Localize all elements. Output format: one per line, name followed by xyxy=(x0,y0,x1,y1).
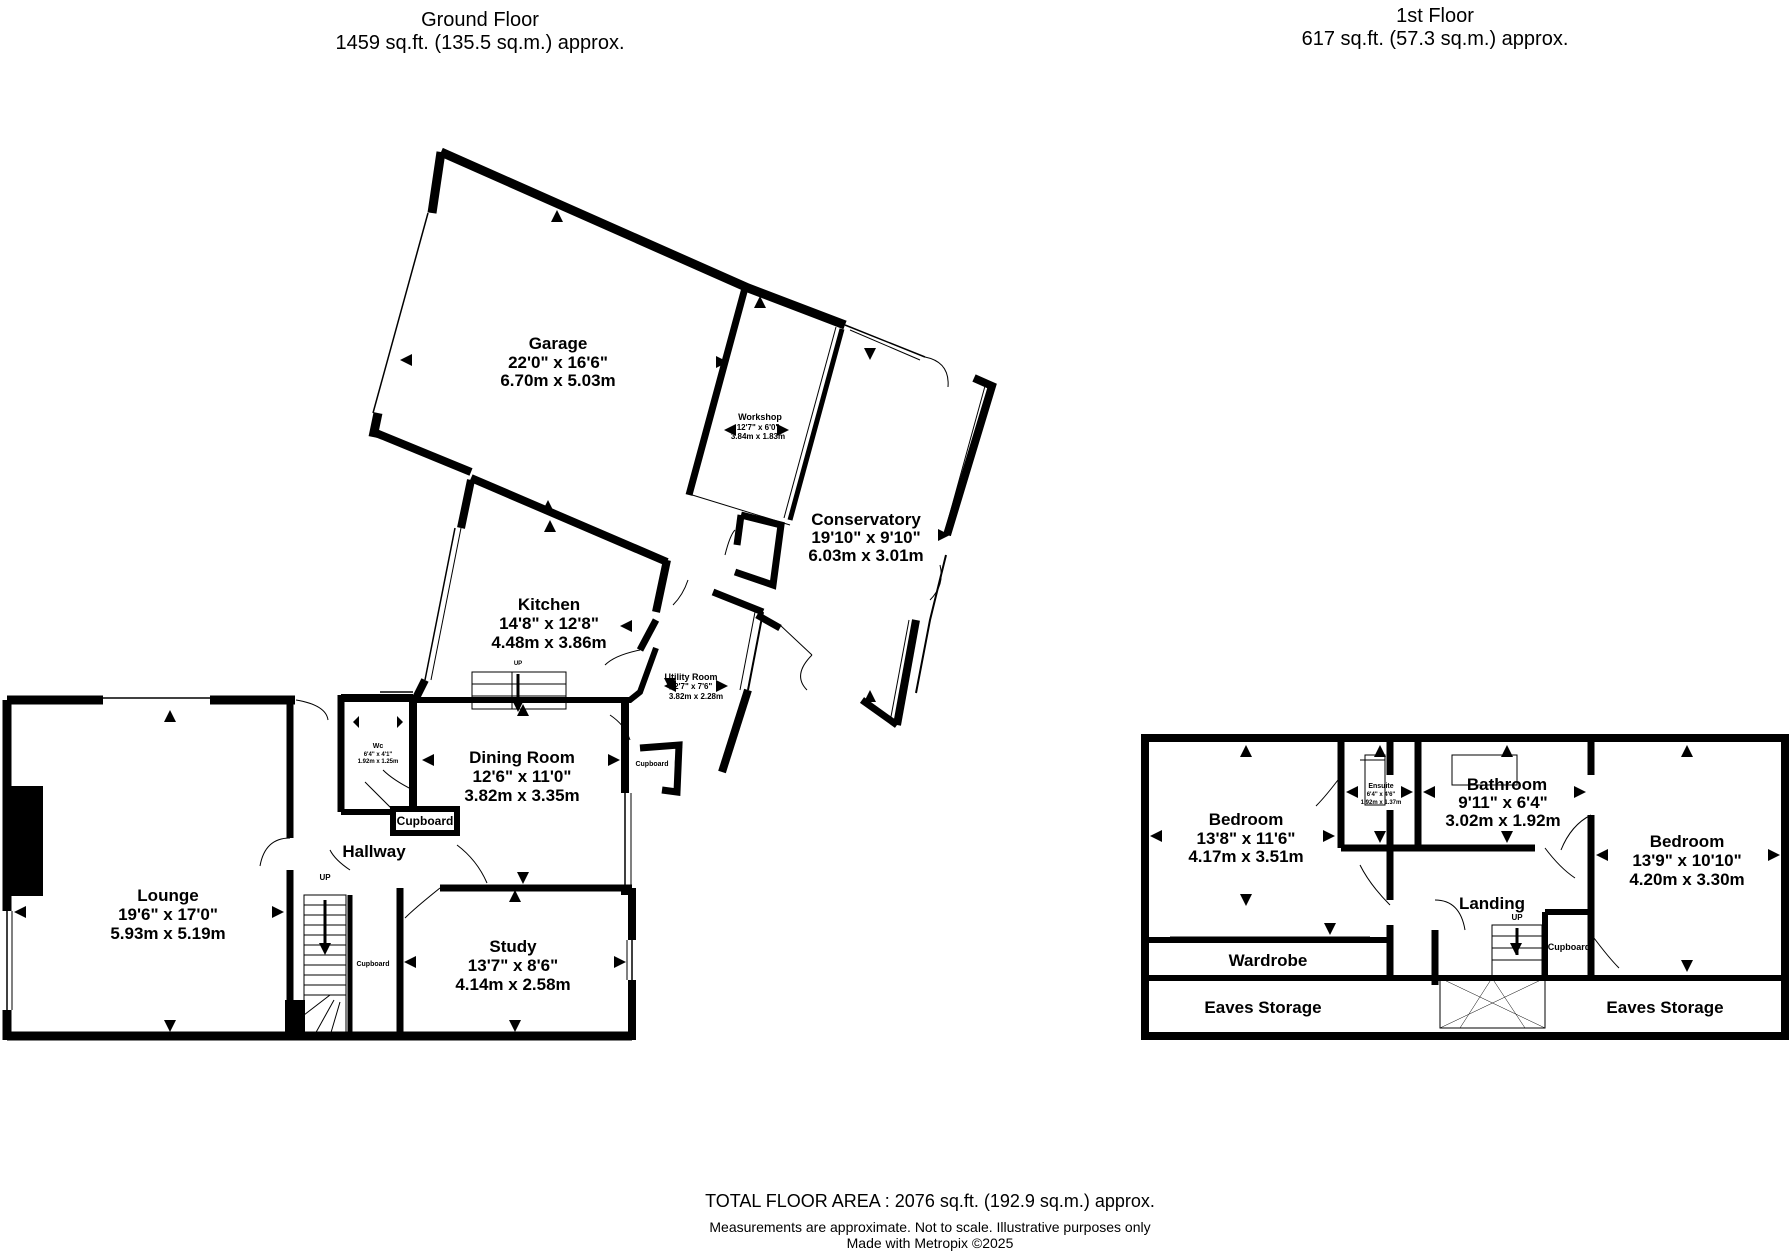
landing-cupboard-name: Cupboard xyxy=(1548,942,1591,952)
conservatory-metric: 6.03m x 3.01m xyxy=(808,546,923,565)
utility-name: Utility Room xyxy=(665,672,718,682)
landing-stairs-up: UP xyxy=(1511,913,1523,922)
bedroom1-name: Bedroom xyxy=(1209,810,1284,829)
garage-imperial: 22'0" x 16'6" xyxy=(508,353,608,372)
bedroom1-metric: 4.17m x 3.51m xyxy=(1188,847,1303,866)
workshop-imperial: 12'7" x 6'0" xyxy=(737,423,780,432)
first-floor-title: 1st Floor xyxy=(1396,5,1474,27)
ground-floor-plan xyxy=(2,147,997,1041)
bathroom-name: Bathroom xyxy=(1467,775,1547,794)
study-walls xyxy=(396,888,636,1040)
dimension-arrows xyxy=(14,210,1780,1032)
under-stairs-cupboard-name: Cupboard xyxy=(356,961,389,968)
wc-name: Wc xyxy=(373,743,384,750)
credit: Made with Metropix ©2025 xyxy=(846,1235,1014,1251)
dining-imperial: 12'6" x 11'0" xyxy=(473,767,572,786)
ground-floor-header: Ground Floor 1459 sq.ft. (135.5 sq.m.) a… xyxy=(270,9,690,55)
eaves-left-name: Eaves Storage xyxy=(1204,998,1321,1017)
ensuite-metric: 1.92m x 1.37m xyxy=(1361,800,1402,806)
workshop-metric: 3.84m x 1.83m xyxy=(731,432,785,441)
garage-name: Garage xyxy=(529,334,588,353)
disclaimer: Measurements are approximate. Not to sca… xyxy=(709,1219,1151,1235)
conservatory-walls xyxy=(755,324,997,728)
utility-imperial: 12'7" x 7'6" xyxy=(670,682,713,691)
first-floor-labels: Bedroom 13'8" x 11'6" 4.17m x 3.51m Ensu… xyxy=(1188,775,1744,1017)
lounge-metric: 5.93m x 5.19m xyxy=(110,924,225,943)
kitchen-metric: 4.48m x 3.86m xyxy=(491,633,606,652)
wardrobe-name: Wardrobe xyxy=(1229,951,1308,970)
conservatory-imperial: 19'10" x 9'10" xyxy=(811,528,920,547)
lounge-imperial: 19'6" x 17'0" xyxy=(118,905,218,924)
utility-walls xyxy=(639,588,765,796)
garage-metric: 6.70m x 5.03m xyxy=(500,371,615,390)
bedroom1-imperial: 13'8" x 11'6" xyxy=(1197,829,1296,848)
dining-walls xyxy=(409,700,632,895)
garage-walls xyxy=(368,147,847,496)
kitchen-stairs-up: UP xyxy=(514,661,522,667)
bathroom-metric: 3.02m x 1.92m xyxy=(1445,811,1560,830)
ensuite-imperial: 6'4" x 4'6" xyxy=(1367,792,1396,798)
study-name: Study xyxy=(489,937,537,956)
lounge-name: Lounge xyxy=(137,886,198,905)
first-floor-header: 1st Floor 617 sq.ft. (57.3 sq.m.) approx… xyxy=(1240,5,1630,51)
study-imperial: 13'7" x 8'6" xyxy=(468,956,558,975)
kitchen-imperial: 14'8" x 12'8" xyxy=(499,614,599,633)
total-floor-area: TOTAL FLOOR AREA : 2076 sq.ft. (192.9 sq… xyxy=(705,1191,1155,1211)
bedroom2-imperial: 13'9" x 10'10" xyxy=(1632,851,1741,870)
workshop-name: Workshop xyxy=(738,412,782,422)
hall-stairs-up: UP xyxy=(319,873,331,882)
bathroom-imperial: 9'11" x 6'4" xyxy=(1458,793,1547,812)
dining-name: Dining Room xyxy=(469,748,575,767)
wc-metric: 1.92m x 1.25m xyxy=(358,759,399,765)
utility-cupboard-name: Cupboard xyxy=(635,761,668,768)
ground-floor-area: 1459 sq.ft. (135.5 sq.m.) approx. xyxy=(335,32,625,54)
utility-metric: 3.82m x 2.28m xyxy=(669,692,723,701)
ensuite-name: Ensuite xyxy=(1368,783,1393,790)
footer: TOTAL FLOOR AREA : 2076 sq.ft. (192.9 sq… xyxy=(0,1190,1792,1251)
kitchen-walls xyxy=(411,474,671,703)
kitchen-name: Kitchen xyxy=(518,595,580,614)
bedroom2-name: Bedroom xyxy=(1650,832,1725,851)
hall-cupboard-name: Cupboard xyxy=(397,814,454,828)
first-floor-area: 617 sq.ft. (57.3 sq.m.) approx. xyxy=(1301,28,1569,50)
ground-floor-labels: Garage 22'0" x 16'6" 6.70m x 5.03m Works… xyxy=(110,334,923,994)
wc-imperial: 6'4" x 4'1" xyxy=(364,752,393,758)
landing-name: Landing xyxy=(1459,894,1525,913)
store-walls xyxy=(733,511,785,590)
ground-floor-title: Ground Floor xyxy=(421,9,539,31)
bedroom2-metric: 4.20m x 3.30m xyxy=(1629,870,1744,889)
eaves-right-name: Eaves Storage xyxy=(1606,998,1723,1017)
hall-stairs xyxy=(303,894,347,1037)
study-metric: 4.14m x 2.58m xyxy=(455,975,570,994)
hallway-name: Hallway xyxy=(342,842,406,861)
conservatory-name: Conservatory xyxy=(811,510,921,529)
doors xyxy=(259,356,949,919)
dining-metric: 3.82m x 3.35m xyxy=(464,786,579,805)
